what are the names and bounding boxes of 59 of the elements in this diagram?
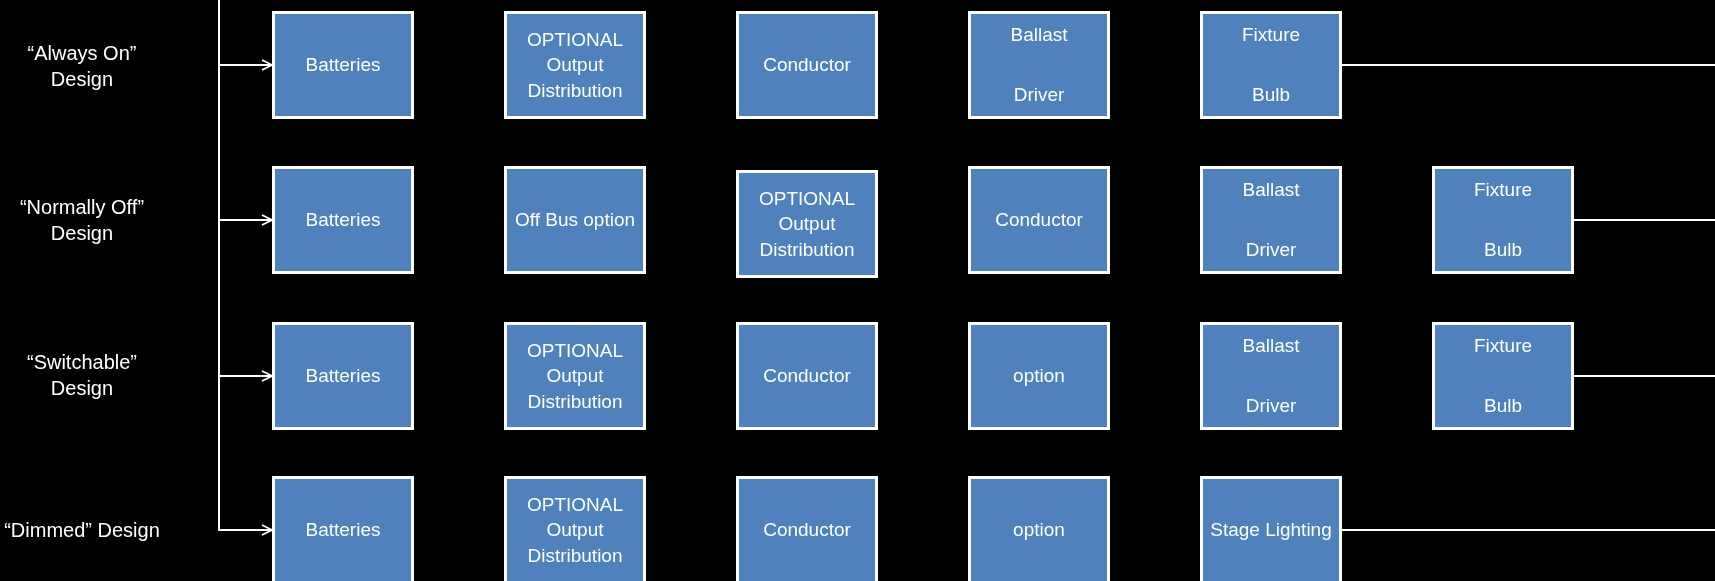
process-box [1432,322,1574,430]
box-text: Fixture [1473,334,1533,358]
process-box [736,322,878,430]
connector-line [1573,375,1715,377]
row-label: “Switchable” Design [25,350,138,401]
process-box [272,11,414,119]
box-text: Ballast [1242,178,1300,202]
box-text: Bulb [1252,83,1290,108]
box-text: Driver [1245,394,1297,419]
arrow [218,0,273,536]
process-box [736,11,878,119]
box-text: Conductor [763,53,851,78]
process-box [504,11,646,119]
row-label: “Dimmed” Design [3,518,161,543]
connector-line [1573,219,1715,221]
process-box [1200,166,1342,274]
box-text: Bulb [1484,238,1522,263]
box-text: Batteries [305,518,381,543]
box-text: Fixture [1241,23,1301,47]
box-text: Batteries [305,364,381,389]
process-box [272,322,414,430]
box-text: Stage Lighting [1210,518,1332,543]
process-box [968,11,1110,119]
box-text: Conductor [995,208,1083,233]
box-text: Batteries [305,208,381,233]
box-text: option [1013,364,1065,389]
process-box [736,170,878,278]
box-text: Ballast [1010,23,1068,47]
box-text: Driver [1245,238,1297,263]
box-text: OPTIONAL Output Distribution [525,492,625,568]
process-box [504,322,646,430]
process-box [1200,11,1342,119]
process-box [1200,322,1342,430]
process-box [968,476,1110,581]
process-box [736,476,878,581]
process-box [272,476,414,581]
box-text: Off Bus option [514,208,636,233]
box-text: OPTIONAL Output Distribution [525,338,625,414]
row-label: “Normally Off” Design [18,195,146,246]
connector-line [1341,529,1715,531]
box-text: Fixture [1473,178,1533,202]
box-text: option [1013,518,1065,543]
process-box [1432,166,1574,274]
box-text: OPTIONAL Output Distribution [757,186,857,262]
process-box [968,322,1110,430]
box-text: Conductor [763,364,851,389]
box-text: Conductor [763,518,851,543]
box-text: Batteries [305,53,381,78]
row-label: “Always On” Design [26,41,138,92]
process-box [1200,476,1342,581]
box-text: Driver [1013,83,1065,108]
process-box [968,166,1110,274]
process-box [272,166,414,274]
box-text: OPTIONAL Output Distribution [525,27,625,103]
box-text: Bulb [1484,394,1522,419]
box-text: Ballast [1242,334,1300,358]
connector-line [1341,64,1715,66]
process-box [504,476,646,581]
process-box [504,166,646,274]
